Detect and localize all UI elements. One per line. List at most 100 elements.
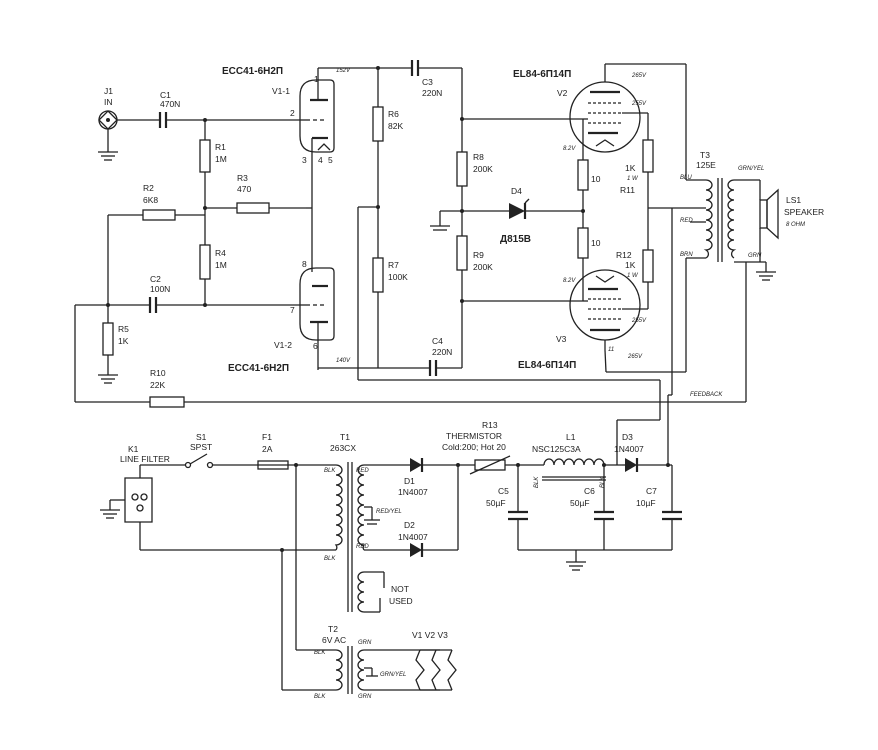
- j1-label: IN: [104, 97, 113, 107]
- r2-ref: R2: [143, 183, 154, 193]
- resistor-r12: [642, 249, 654, 283]
- r12-ref: R12: [616, 250, 632, 260]
- c3-value: 220N: [422, 88, 442, 98]
- pin-1: 1: [314, 74, 319, 84]
- c4-ref: C4: [432, 336, 443, 346]
- ls1-ref: LS1: [786, 195, 801, 205]
- r5-value: 1K: [118, 336, 129, 346]
- v2-screen-v: 255V: [631, 101, 647, 107]
- d2-ref: D2: [404, 520, 415, 530]
- output-transformer-t3: [703, 178, 737, 262]
- t2-value: 6V AC: [322, 635, 346, 645]
- v1-top-type: ECC41-6Н2П: [222, 66, 283, 77]
- r3-value: 470: [237, 184, 251, 194]
- resistor-r5: [102, 322, 114, 356]
- v1-2-label: V1-2: [274, 340, 292, 350]
- ls1-label: SPEAKER: [784, 207, 824, 217]
- v2-cathode-v: 8.2V: [563, 146, 576, 152]
- d1-ref: D1: [404, 476, 415, 486]
- f1-value: 2A: [262, 444, 273, 454]
- tube-v1-2: [299, 267, 335, 341]
- r4-value: 1M: [215, 260, 227, 270]
- c6-value: 50µF: [570, 498, 590, 508]
- d4-ref: D4: [511, 186, 522, 196]
- r11-value: 1K: [625, 163, 636, 173]
- t1-ref: T1: [340, 432, 350, 442]
- v3-cathode-v: 8.2V: [563, 278, 576, 284]
- d1-part: 1N4007: [398, 487, 428, 497]
- heater-labels: V1 V2 V3: [412, 630, 448, 640]
- d4-part: Д815В: [500, 234, 531, 245]
- r3-ref: R3: [237, 173, 248, 183]
- r12-watt: 1 W: [627, 273, 639, 279]
- r6-ref: R6: [388, 109, 399, 119]
- t3-grnyel: GRN/YEL: [738, 166, 764, 172]
- t3-ref: T3: [700, 150, 710, 160]
- resistor-r11: [642, 139, 654, 173]
- l1-blk: BLK: [534, 476, 540, 488]
- pin-4: 4: [318, 155, 323, 165]
- c7-ref: C7: [646, 486, 657, 496]
- c1-ref: C1: [160, 90, 171, 100]
- not-used-2: USED: [389, 596, 413, 606]
- f1-ref: F1: [262, 432, 272, 442]
- pin-6: 6: [313, 341, 318, 351]
- r2-value: 6K8: [143, 195, 158, 205]
- v3-screen-v: 255V: [631, 318, 647, 324]
- pin-5: 5: [328, 155, 333, 165]
- pin-3: 3: [302, 155, 307, 165]
- t1-blk2: BLK: [324, 556, 336, 562]
- choke-l1: [542, 458, 606, 481]
- v3-type: EL84-6П14П: [518, 360, 576, 371]
- t1-redyel: RED/YEL: [376, 509, 402, 515]
- r1-value: 1M: [215, 154, 227, 164]
- heater-transformer-t2: [335, 646, 365, 694]
- t3-grn: GRN: [748, 253, 762, 259]
- s1-ref: S1: [196, 432, 207, 442]
- c6-ref: C6: [584, 486, 595, 496]
- t1-part: 263CX: [330, 443, 356, 453]
- speaker-ls1: [759, 188, 779, 240]
- resistor-r8: [456, 151, 468, 187]
- t2-ref: T2: [328, 624, 338, 634]
- pin-8: 8: [302, 259, 307, 269]
- t3-part: 125E: [696, 160, 716, 170]
- r4-ref: R4: [215, 248, 226, 258]
- r11-watt: 1 W: [627, 176, 639, 182]
- c1-value: 470N: [160, 99, 180, 109]
- c5-ref: C5: [498, 486, 509, 496]
- v3-plate-v: 265V: [627, 354, 643, 360]
- t2-blk2: BLK: [314, 694, 326, 700]
- diode-d1: [410, 458, 424, 472]
- r9-value: 200K: [473, 262, 493, 272]
- k1-label: LINE FILTER: [120, 454, 170, 464]
- t1-red: RED: [356, 468, 369, 474]
- grid-r-bottom-value: 10: [591, 238, 601, 248]
- r13-value: Cold:200; Hot 20: [442, 442, 506, 452]
- diode-d2: [410, 543, 424, 557]
- v1-bottom-type: ECC41-6Н2П: [228, 363, 289, 374]
- l1-blk2: BLK: [600, 476, 606, 488]
- t1-red2: RED: [356, 544, 369, 550]
- resistor-r10: [149, 396, 185, 408]
- r6-value: 82K: [388, 121, 403, 131]
- pin-7: 7: [290, 305, 295, 315]
- tube-v2: [569, 81, 641, 153]
- resistor-r4: [199, 244, 211, 280]
- d2-part: 1N4007: [398, 532, 428, 542]
- c7-value: 10µF: [636, 498, 656, 508]
- s1-label: SPST: [190, 442, 212, 452]
- r13-label: THERMISTOR: [446, 431, 502, 441]
- t2-grnyel: GRN/YEL: [380, 672, 406, 678]
- v140: 140V: [336, 358, 351, 364]
- heaters: [415, 649, 457, 691]
- resistor-r1: [199, 139, 211, 173]
- v152: 152V: [336, 68, 351, 74]
- j1-ref: J1: [104, 86, 113, 96]
- v2-type: EL84-6П14П: [513, 69, 571, 80]
- r7-ref: R7: [388, 260, 399, 270]
- t3-red: RED: [680, 218, 693, 224]
- power-transformer-t1: [334, 462, 366, 613]
- r10-ref: R10: [150, 368, 166, 378]
